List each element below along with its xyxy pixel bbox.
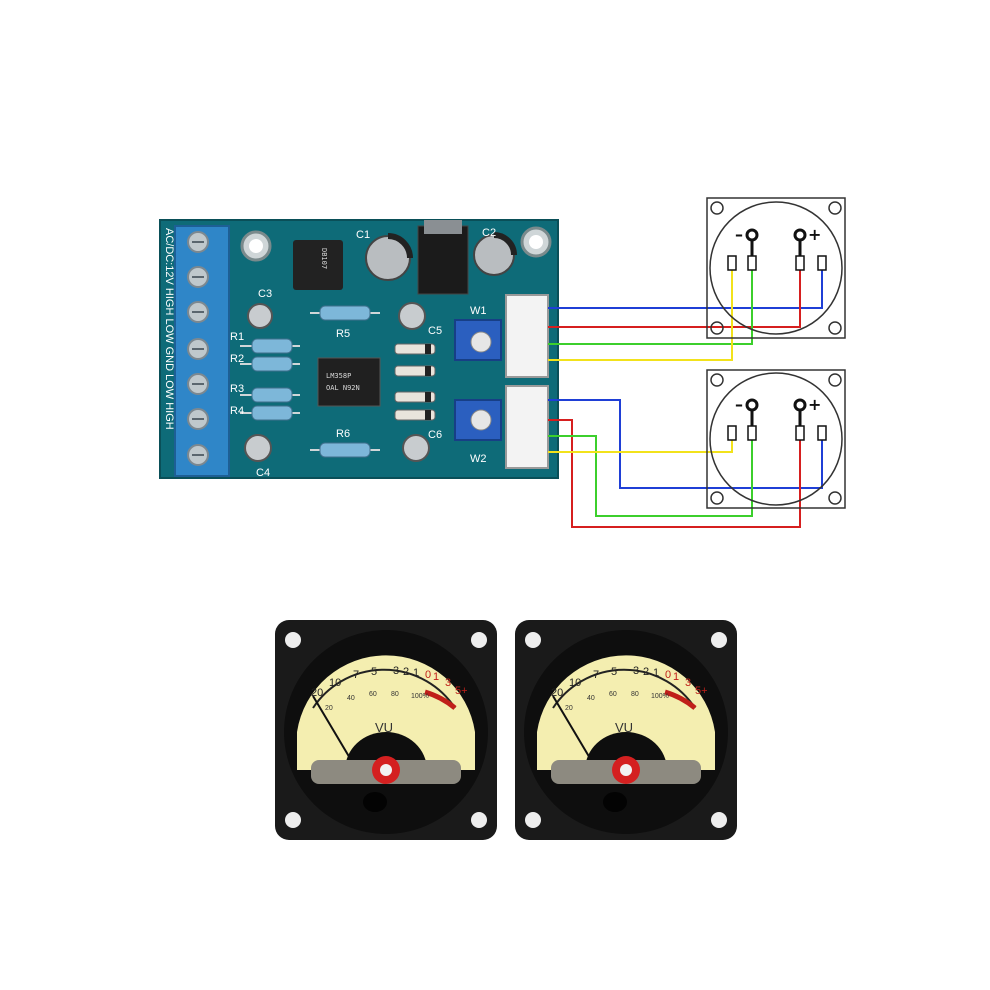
svg-text:0: 0 (665, 669, 671, 681)
svg-text:2: 2 (403, 666, 409, 678)
wires-bottom-meter (548, 399, 823, 528)
minus-symbol: – (735, 225, 743, 244)
svg-text:C4: C4 (256, 467, 270, 479)
vu-meter-left: 20 10 7 5 3 2 1 0 1 3 5+ 20 40 60 80 100… (275, 620, 497, 840)
svg-text:R6: R6 (336, 428, 350, 440)
wire-blue-top (548, 270, 823, 309)
diode-group (394, 343, 436, 421)
svg-text:7: 7 (353, 669, 359, 681)
svg-text:60: 60 (369, 691, 377, 698)
terminal-label: AC/DC:12V HIGH LOW GND LOW HIGH (163, 228, 175, 430)
wire-yellow-top (548, 270, 733, 361)
svg-text:0: 0 (425, 669, 431, 681)
svg-text:40: 40 (587, 695, 595, 702)
svg-text:2: 2 (643, 666, 649, 678)
svg-text:R4: R4 (230, 405, 244, 417)
capacitor-c5: C5 (398, 302, 442, 337)
connector-top (505, 294, 549, 378)
resistor-r4: R4 (230, 405, 300, 421)
wire-green-top (548, 270, 753, 345)
wire-red-bottom (548, 419, 801, 528)
capacitor-c4: C4 (244, 434, 272, 479)
svg-text:10: 10 (329, 677, 341, 689)
resistor-r3: R3 (230, 383, 300, 403)
svg-text:1: 1 (673, 671, 679, 683)
svg-text:100%: 100% (411, 693, 429, 700)
capacitor-c1: C1 (356, 229, 413, 281)
resistor-r6: R6 (310, 428, 380, 458)
wire-red-top (548, 270, 801, 328)
capacitor-c2: C2 (473, 227, 517, 276)
bridge-rectifier (293, 240, 343, 290)
svg-text:3: 3 (685, 677, 691, 689)
svg-text:20: 20 (565, 705, 573, 712)
resistor-r1: R1 (230, 331, 300, 354)
svg-text:7: 7 (593, 669, 599, 681)
svg-text:5: 5 (371, 666, 377, 678)
vu-label: VU (615, 720, 633, 735)
terminal-block: AC/DC:12V HIGH LOW GND LOW HIGH (163, 225, 230, 477)
svg-text:R2: R2 (230, 353, 244, 365)
capacitor-c6: C6 (402, 429, 442, 462)
svg-text:1: 1 (653, 667, 659, 679)
svg-text:C6: C6 (428, 429, 442, 441)
plus-symbol: + (808, 225, 821, 244)
percent-labels: 20 40 60 80 100% (325, 691, 429, 712)
scale-red-labels: 0 1 3 5+ (425, 669, 468, 697)
scale-black-labels: 20 10 7 5 3 2 1 (551, 665, 659, 699)
svg-text:20: 20 (325, 705, 333, 712)
scale-red-labels: 0 1 3 5+ (665, 669, 708, 697)
minus-symbol: – (735, 395, 743, 414)
svg-text:100%: 100% (651, 693, 669, 700)
svg-text:C2: C2 (482, 227, 496, 239)
opamp-chip: LM358P OAL N92N (317, 357, 381, 407)
svg-text:80: 80 (391, 691, 399, 698)
svg-text:W1: W1 (470, 305, 487, 317)
svg-text:1: 1 (413, 667, 419, 679)
capacitor-c3: C3 (247, 288, 273, 329)
svg-text:1: 1 (433, 671, 439, 683)
svg-text:3: 3 (393, 665, 399, 677)
resistor-r5: R5 (310, 305, 380, 340)
resistor-r2: R2 (230, 353, 300, 372)
svg-text:60: 60 (609, 691, 617, 698)
svg-text:5+: 5+ (455, 685, 468, 697)
svg-text:80: 80 (631, 691, 639, 698)
svg-text:C5: C5 (428, 325, 442, 337)
svg-text:R5: R5 (336, 328, 350, 340)
percent-labels: 20 40 60 80 100% (565, 691, 669, 712)
pcb-board: AC/DC:12V HIGH LOW GND LOW HIGH DB107 C1… (159, 219, 559, 479)
trimmer-w1: W1 (454, 305, 502, 361)
trimmer-w2: W2 (454, 399, 502, 465)
meter-symbol-bottom: – + (706, 369, 846, 509)
vu-label: VU (375, 720, 393, 735)
voltage-regulator (417, 220, 469, 295)
svg-text:10: 10 (569, 677, 581, 689)
svg-text:40: 40 (347, 695, 355, 702)
connector-bottom (505, 385, 549, 469)
wire-green-bottom (548, 435, 753, 517)
svg-text:W2: W2 (470, 453, 487, 465)
vu-meter-right: 20 10 7 5 3 2 1 0 1 3 5+ 20 40 60 80 100… (515, 620, 737, 840)
svg-text:C3: C3 (258, 288, 272, 300)
svg-text:3: 3 (633, 665, 639, 677)
wire-yellow-bottom (548, 440, 733, 453)
svg-text:R1: R1 (230, 331, 244, 343)
svg-text:5: 5 (611, 666, 617, 678)
svg-text:C1: C1 (356, 229, 370, 241)
wire-blue-bottom (548, 399, 823, 489)
svg-text:OAL N92N: OAL N92N (326, 384, 360, 392)
svg-text:DB107: DB107 (320, 248, 328, 269)
plus-symbol: + (808, 395, 821, 414)
wires-top-meter (548, 270, 823, 361)
svg-text:LM358P: LM358P (326, 372, 351, 380)
svg-text:5+: 5+ (695, 685, 708, 697)
svg-text:R3: R3 (230, 383, 244, 395)
svg-text:3: 3 (445, 677, 451, 689)
meter-symbol-top: – + (706, 197, 846, 339)
